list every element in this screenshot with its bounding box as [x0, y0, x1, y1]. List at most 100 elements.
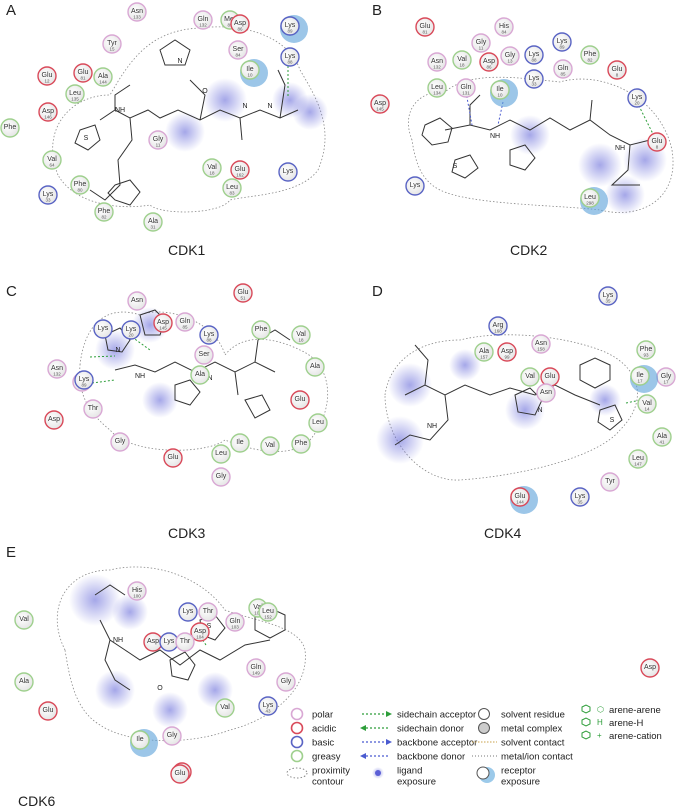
residue-ala: Ala: [14, 672, 34, 692]
panel-caption-cdk2: CDK2: [510, 242, 548, 258]
residue-disc: [246, 658, 266, 678]
residue-name: Gly: [167, 732, 178, 739]
atom-label-s: S: [453, 163, 458, 170]
residue-name: Lys: [283, 168, 294, 175]
residue-name: Thr: [203, 608, 214, 615]
ligand-exposure-blob: [449, 349, 481, 381]
arene-icon: [581, 730, 591, 740]
legend-label: arene-cation: [609, 731, 662, 742]
type-swatch: [290, 735, 304, 749]
arene-symbol: ⬡: [597, 705, 604, 714]
residue-disc: [652, 427, 672, 447]
residue-number: 14: [644, 407, 650, 412]
legend-item-misc: metal complex: [478, 722, 562, 735]
residue-disc: [170, 764, 190, 784]
residue-disc: [175, 632, 195, 652]
residue-name: Gln: [251, 664, 262, 671]
solvent-residue-swatch: [478, 708, 490, 720]
residue-name: Phe: [584, 51, 597, 58]
residue-disc: [127, 581, 147, 601]
arrowhead: [386, 739, 392, 745]
residue-name: Phe: [255, 326, 268, 333]
residue-name: Lys: [603, 292, 614, 299]
atom-label-nh: NH: [490, 133, 500, 140]
ligand-exposure-blob: [292, 94, 328, 130]
contour-swatch: [286, 767, 308, 779]
residue-name: Asp: [147, 638, 159, 645]
residue-disc: [552, 32, 572, 52]
residue-disc: [190, 365, 210, 385]
residue-disc: [471, 33, 491, 53]
interaction-arrows: [89, 66, 656, 646]
residue-name: Val: [220, 704, 230, 711]
residue-disc: [258, 602, 278, 622]
residue-name: Gln: [180, 318, 191, 325]
residue-glu: Glu: [540, 367, 560, 387]
residue-number: 134: [433, 91, 441, 96]
residue-disc: [14, 672, 34, 692]
residue-disc: [600, 472, 620, 492]
residue-number: 86: [486, 65, 492, 70]
residue-thr: Thr: [175, 632, 195, 652]
legend-label: solvent contact: [501, 738, 565, 749]
residue-disc: [647, 132, 667, 152]
residue-name: Lys: [557, 38, 568, 45]
residue-disc: [260, 436, 280, 456]
residue-val: Val: [520, 367, 540, 387]
residue-name: His: [499, 23, 510, 30]
residue-asp: Asp: [640, 658, 660, 678]
residue-number: 81: [422, 30, 428, 35]
residue-name: His: [132, 587, 143, 594]
residue-name: Asp: [644, 664, 656, 671]
residue-number: 135: [71, 97, 79, 102]
legend-item-interaction: backbone acceptor: [362, 738, 477, 749]
legend-label: sidechain acceptor: [397, 710, 476, 721]
residue-name: Glu: [420, 23, 431, 30]
residue-name: Asp: [501, 348, 513, 355]
residue-name: Phe: [4, 124, 17, 131]
residue-name: Asn: [131, 8, 143, 15]
residue-disc: [70, 175, 90, 195]
residue-number: 147: [634, 462, 642, 467]
residue-phe: Phe: [0, 118, 20, 138]
residue-thr: Thr: [198, 602, 218, 622]
residue-lys: Lys: [278, 162, 298, 182]
residue-name: Leu: [431, 84, 443, 91]
panel-caption-cdk6: CDK6: [18, 793, 56, 809]
residue-disc: [162, 726, 182, 746]
residue-disc: [211, 467, 231, 487]
residue-disc: [38, 701, 58, 721]
residue-disc: [488, 316, 508, 336]
residue-disc: [291, 325, 311, 345]
residue-number: 83: [229, 191, 235, 196]
residue-lys: Lys: [405, 176, 425, 196]
residue-leu: Leu: [308, 413, 328, 433]
residue-name: Lys: [204, 331, 215, 338]
ligand-structure-b: [421, 94, 651, 186]
residue-disc: [291, 434, 311, 454]
ligand-exposure-blob: [142, 382, 178, 418]
residue-leu: Leu: [211, 444, 231, 464]
residue-number: 86: [237, 27, 243, 32]
legend-label: acidic: [312, 724, 337, 735]
residue-name: Val: [642, 400, 652, 407]
residue-number: 81: [80, 76, 86, 81]
residue-disc: [233, 283, 253, 303]
residue-number: 168: [494, 329, 502, 334]
ligand-exposure-blob: [510, 115, 550, 155]
